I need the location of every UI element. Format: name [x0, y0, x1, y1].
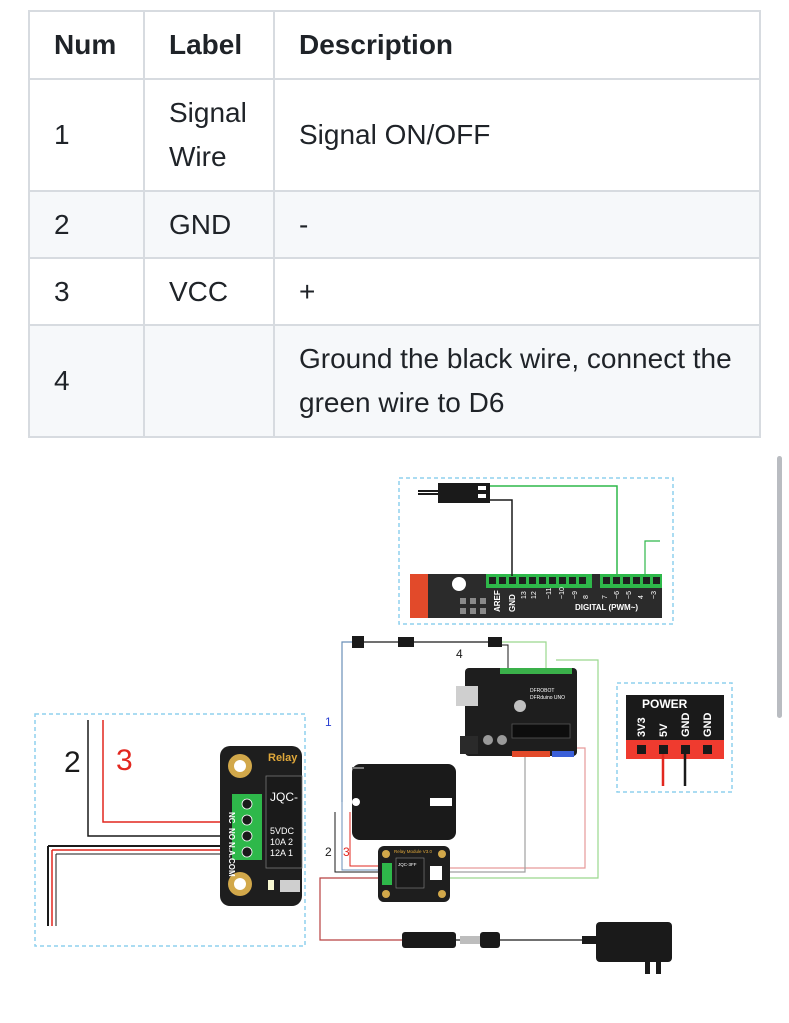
svg-text:~9: ~9 — [572, 591, 579, 599]
uno-brand-label: DFROBOT — [530, 688, 554, 694]
pin-label-gnd: GND — [508, 594, 517, 612]
atmega-chip — [511, 723, 571, 739]
dc-jack — [460, 736, 478, 754]
row-num: 4 — [28, 324, 145, 438]
pin-label-aref: AREF — [493, 590, 502, 612]
page-scrollbar[interactable] — [777, 456, 782, 718]
jst-plug — [352, 636, 364, 648]
zoom-wire-black-2 — [87, 720, 232, 837]
col-header-description: Description — [273, 10, 761, 80]
col-header-num: Num — [28, 10, 145, 80]
relay-model-label: JQC- — [270, 790, 298, 804]
power-pin-labels: 3V3 5V GND GND — [636, 713, 714, 738]
relay-component — [265, 775, 303, 869]
zoom-wire-label-3: 3 — [116, 744, 133, 777]
wire-red-power — [319, 877, 402, 941]
relay-spec-3: 12A 1 — [270, 848, 293, 858]
wire-number-3: 3 — [343, 845, 350, 859]
svg-text:5V: 5V — [658, 723, 670, 737]
usb-port — [456, 686, 478, 706]
relay-spec-2: 10A 2 — [270, 837, 293, 847]
header-zoom-box — [398, 477, 674, 625]
wire-number-2: 2 — [325, 845, 332, 859]
svg-text:13: 13 — [521, 591, 528, 599]
table-row: 3 VCC + — [28, 257, 761, 326]
jst-socket — [488, 637, 502, 647]
header-pin-holes — [489, 577, 660, 584]
svg-text:N.A.: N.A. — [227, 842, 236, 858]
terminal-screws — [241, 798, 253, 858]
row-description: + — [273, 257, 761, 326]
row-label: VCC — [143, 257, 275, 326]
svg-text:NO: NO — [227, 828, 236, 840]
jst-connector-top — [438, 483, 490, 503]
relay-spec-1: 5VDC — [270, 826, 295, 836]
uno-name-label: DFRduino UNO — [530, 695, 565, 701]
svg-text:~5: ~5 — [626, 591, 633, 599]
svg-text:7: 7 — [602, 595, 609, 599]
pin-table: Num Label Description 1 Signal Wire Sign… — [28, 10, 761, 438]
connector-stub — [418, 490, 438, 495]
svg-text:~10: ~10 — [559, 587, 566, 599]
svg-text:8: 8 — [583, 595, 590, 599]
wire-gray-gnd — [432, 752, 526, 873]
row-description: Ground the black wire, connect the green… — [273, 324, 761, 438]
wire-number-1: 1 — [325, 715, 332, 729]
wire-black-gnd — [490, 499, 513, 576]
svg-text:GND: GND — [702, 713, 714, 738]
wire-green-to-board — [502, 641, 547, 668]
wire-number-4: 4 — [456, 647, 463, 661]
relay-zoom-title: Relay — [268, 752, 298, 764]
row-label: GND — [143, 190, 275, 259]
power-adapter — [596, 922, 672, 962]
table-header-row: Num Label Description — [28, 10, 761, 80]
row-description: - — [273, 190, 761, 259]
wiring-diagram: AREF GND 13 12 ~11 ~10 ~9 8 7 ~6 ~5 4 ~3… — [34, 477, 733, 974]
row-num: 1 — [28, 78, 145, 192]
relay-small-model: JQC-3FF — [398, 862, 417, 867]
row-description: Signal ON/OFF — [273, 78, 761, 192]
svg-text:4: 4 — [638, 595, 645, 599]
zoom-wire-red-3 — [102, 720, 232, 823]
svg-text:NC: NC — [227, 812, 236, 824]
icsp-pins — [460, 598, 486, 614]
row-num: 2 — [28, 190, 145, 259]
digital-pin-labels: 13 12 ~11 ~10 ~9 8 7 ~6 ~5 4 ~3 — [521, 587, 658, 599]
row-num: 3 — [28, 257, 145, 326]
power-title: POWER — [642, 697, 688, 711]
row-label: Signal Wire — [143, 78, 275, 192]
dfrduino-uno-board — [465, 668, 577, 756]
svg-text:GND: GND — [680, 713, 692, 738]
col-header-label: Label — [143, 10, 275, 80]
wire-green-d6 — [490, 485, 618, 575]
table-row: 2 GND - — [28, 190, 761, 259]
relay-small-title: Relay Module V3.0 — [394, 849, 433, 854]
barrel-plug — [402, 932, 456, 948]
terminal-labels: NC NO N.A. COM — [227, 812, 236, 877]
mount-hole — [452, 577, 466, 591]
water-valve — [352, 764, 456, 840]
zoom-wire-label-2: 2 — [64, 746, 81, 779]
power-header-socket — [626, 740, 724, 759]
digital-pwm-label: DIGITAL (PWM~) — [575, 603, 638, 612]
wire-green-to-relay — [432, 659, 599, 879]
power-zoom-box — [616, 682, 733, 793]
svg-text:COM: COM — [227, 858, 236, 877]
svg-text:~6: ~6 — [614, 591, 621, 599]
board-edge-red — [410, 574, 428, 618]
svg-text:~11: ~11 — [546, 588, 553, 599]
wire-green-stub — [644, 540, 660, 575]
svg-text:~3: ~3 — [651, 591, 658, 599]
row-label — [143, 324, 275, 438]
wire-signal-blue — [341, 641, 352, 802]
svg-text:3V3: 3V3 — [636, 717, 648, 737]
svg-text:12: 12 — [531, 591, 538, 599]
relay-zoom-box — [34, 713, 306, 947]
table-row: 1 Signal Wire Signal ON/OFF — [28, 78, 761, 192]
table-row: 4 Ground the black wire, connect the gre… — [28, 324, 761, 438]
